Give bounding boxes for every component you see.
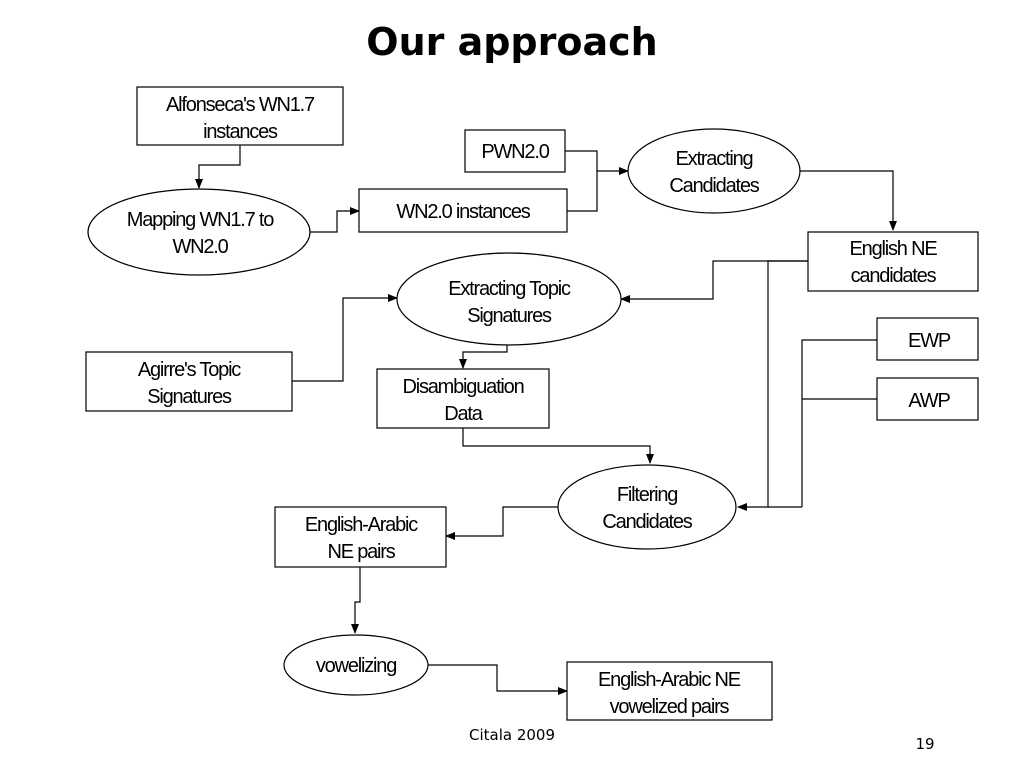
- label-wn20: WN2.0 instances: [396, 201, 530, 223]
- node-vowelized: [566, 661, 773, 721]
- node-pwn20: [464, 129, 566, 173]
- label-disambiguation-1: Disambiguation: [402, 376, 523, 398]
- node-agirre: [85, 351, 293, 412]
- line-ewp: [801, 339, 877, 507]
- label-disambiguation-2: Data: [444, 403, 484, 425]
- label-alfonseca-2: instances: [203, 121, 278, 143]
- label-agirre-1: Agirre's Topic: [138, 359, 241, 381]
- arrow-englishne-to-topic: [620, 260, 808, 303]
- node-awp: [876, 377, 979, 421]
- arrow-vowelizing-to-vowelized: [428, 664, 568, 695]
- arrow-extracting-to-englishne: [799, 170, 897, 231]
- page-number: 19: [915, 735, 935, 753]
- node-disambiguation: [376, 368, 550, 429]
- label-extracting-topic-2: Signatures: [467, 305, 552, 327]
- label-mapping-2: WN2.0: [172, 236, 228, 258]
- label-english-arabic-1: English-Arabic: [305, 514, 418, 536]
- node-extracting-candidates: [627, 128, 801, 214]
- node-english-ne: [807, 231, 979, 292]
- label-filtering-1: Filtering: [617, 484, 677, 506]
- arrow-filtering-to-pairs: [445, 506, 558, 540]
- label-mapping-1: Mapping WN1.7 to: [127, 209, 275, 231]
- arrow-pairs-to-vowelizing: [351, 567, 361, 634]
- label-agirre-2: Signatures: [147, 386, 232, 408]
- arrow-pwn20-to-extracting: [565, 150, 629, 175]
- node-ewp: [876, 317, 979, 361]
- label-english-ne-2: candidates: [851, 265, 937, 287]
- label-english-ne-1: English NE: [850, 238, 938, 260]
- arrow-agirre-to-topic: [292, 294, 398, 382]
- arrow-mapping-to-wn20: [309, 207, 360, 233]
- label-filtering-2: Candidates: [602, 511, 692, 533]
- arrow-englishne-to-filtering: [737, 260, 808, 511]
- label-english-arabic-2: NE pairs: [327, 541, 395, 563]
- arrow-alfonseca-to-mapping: [195, 145, 241, 189]
- node-wn20: [358, 188, 568, 233]
- slide-title: Our approach: [366, 20, 658, 64]
- label-vowelizing: vowelizing: [316, 655, 396, 677]
- arrow-wn20-to-extracting: [567, 171, 598, 212]
- label-vowelized-1: English-Arabic NE: [598, 669, 741, 691]
- label-alfonseca-1: Alfonseca's WN1.7: [166, 94, 315, 116]
- label-extracting-candidates-2: Candidates: [669, 175, 759, 197]
- node-filtering: [557, 464, 737, 550]
- label-vowelized-2: vowelized pairs: [610, 696, 730, 718]
- node-english-arabic: [274, 506, 447, 568]
- node-mapping: [87, 188, 311, 276]
- node-vowelizing: [283, 634, 429, 696]
- label-ewp: EWP: [908, 330, 951, 352]
- arrow-topic-to-disambiguation: [459, 345, 508, 369]
- node-extracting-topic: [396, 252, 622, 346]
- label-awp: AWP: [908, 390, 950, 412]
- label-extracting-candidates-1: Extracting: [676, 148, 753, 170]
- node-labels: Alfonseca's WN1.7 instances Mapping WN1.…: [127, 94, 952, 718]
- node-alfonseca: [136, 86, 344, 146]
- label-pwn20: PWN2.0: [481, 141, 549, 163]
- arrow-disambiguation-to-filtering: [462, 428, 654, 464]
- label-extracting-topic-1: Extracting Topic: [448, 278, 571, 300]
- node-shapes: [85, 86, 979, 721]
- connectors: [195, 145, 897, 695]
- footer-text: Citala 2009: [468, 726, 555, 744]
